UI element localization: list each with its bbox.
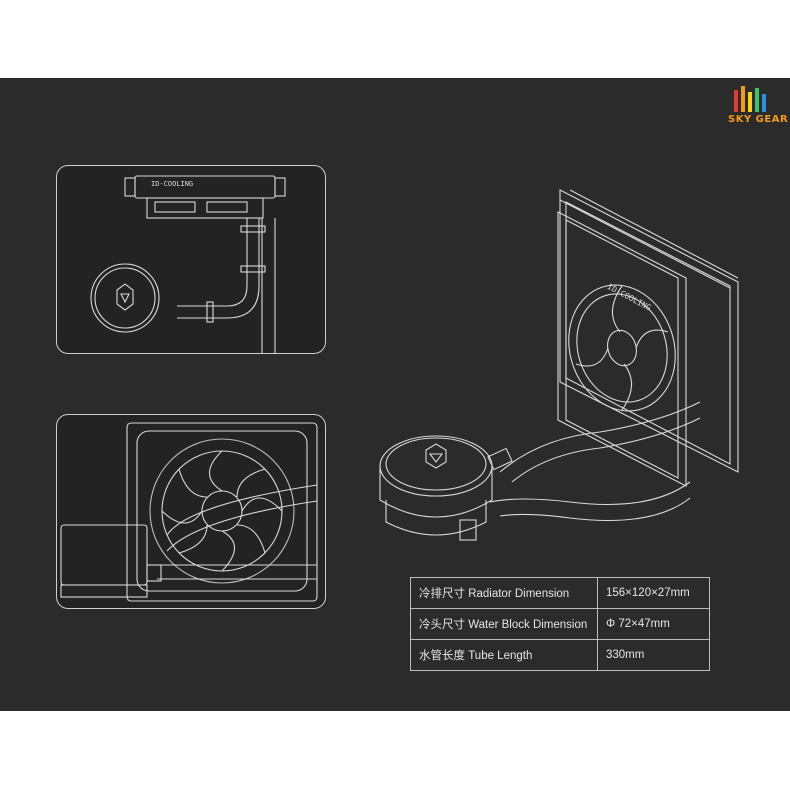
spec-value: 330mm	[597, 639, 710, 671]
closeup-drawing	[60, 422, 318, 602]
spec-label: 水管长度 Tube Length	[410, 639, 598, 671]
spec-row-radiator: 冷排尺寸 Radiator Dimension 156×120×27mm	[410, 577, 710, 609]
closeup-view-panel	[56, 414, 326, 609]
spec-row-water-block: 冷头尺寸 Water Block Dimension Φ 72×47mm	[410, 608, 710, 640]
front-view-drawing	[90, 175, 286, 353]
badge-text: ID-COOLING	[151, 180, 194, 188]
logo-bars-icon	[734, 86, 766, 112]
spec-value: 156×120×27mm	[597, 577, 710, 609]
logo-text: SKY GEAR	[728, 114, 789, 125]
spec-value: Φ 72×47mm	[597, 608, 710, 640]
front-view-panel: ID-COOLING	[56, 165, 326, 354]
main-isometric-drawing: ID-COOLING	[360, 182, 760, 572]
spec-label: 冷排尺寸 Radiator Dimension	[410, 577, 598, 609]
sky-gear-logo: SKY GEAR	[728, 82, 790, 134]
product-spec-sheet: SKY GEAR ID-COOLING	[0, 78, 790, 711]
spec-row-tube-length: 水管长度 Tube Length 330mm	[410, 639, 710, 671]
spec-table: 冷排尺寸 Radiator Dimension 156×120×27mm 冷头尺…	[410, 577, 710, 671]
spec-label: 冷头尺寸 Water Block Dimension	[410, 608, 598, 640]
